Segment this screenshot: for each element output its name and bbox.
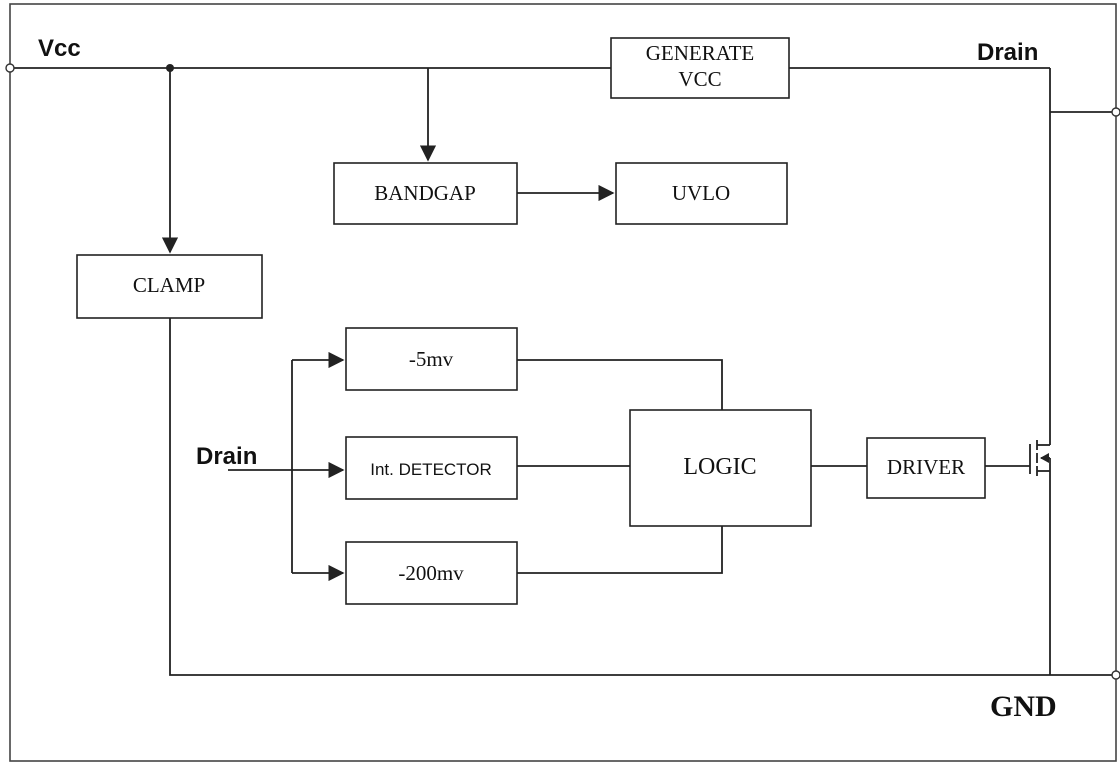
neg200mv-label: -200mv — [398, 561, 464, 585]
outer-frame — [9, 3, 1117, 762]
logic-label: LOGIC — [683, 454, 756, 480]
logic-block: LOGIC — [629, 409, 812, 527]
gnd-pin-terminal — [1111, 670, 1120, 680]
driver-block: DRIVER — [866, 437, 986, 499]
generate-vcc-block: GENERATE VCC — [610, 37, 790, 99]
clamp-label: CLAMP — [133, 273, 205, 297]
neg5mv-block: -5mv — [345, 327, 518, 391]
generate-vcc-line2: VCC — [678, 67, 721, 91]
int-detector-label: Int. DETECTOR — [370, 460, 492, 479]
generate-vcc-line1: GENERATE — [646, 41, 755, 65]
clamp-to-gnd-wire — [169, 318, 1116, 676]
drain-pin-label: Drain — [977, 39, 1038, 66]
driver-label: DRIVER — [887, 455, 965, 479]
clamp-block: CLAMP — [76, 254, 263, 319]
bandgap-block: BANDGAP — [333, 162, 518, 225]
gnd-pin-label: GND — [990, 690, 1057, 723]
drain-pin-terminal — [1111, 107, 1120, 117]
bandgap-label: BANDGAP — [374, 181, 476, 205]
mosfet-icon — [1029, 112, 1051, 675]
vcc-pin-terminal — [5, 63, 15, 73]
vcc-pin-label: Vcc — [38, 35, 81, 62]
uvlo-block: UVLO — [615, 162, 788, 225]
uvlo-label: UVLO — [672, 181, 730, 205]
neg200mv-block: -200mv — [345, 541, 518, 605]
neg5mv-to-logic-wire — [517, 359, 723, 410]
vcc-junction-dot — [166, 64, 174, 72]
drain-input-label: Drain — [196, 443, 257, 470]
int-detector-block: Int. DETECTOR — [345, 436, 518, 500]
neg200mv-to-logic-wire — [517, 526, 723, 574]
neg5mv-label: -5mv — [409, 347, 454, 371]
